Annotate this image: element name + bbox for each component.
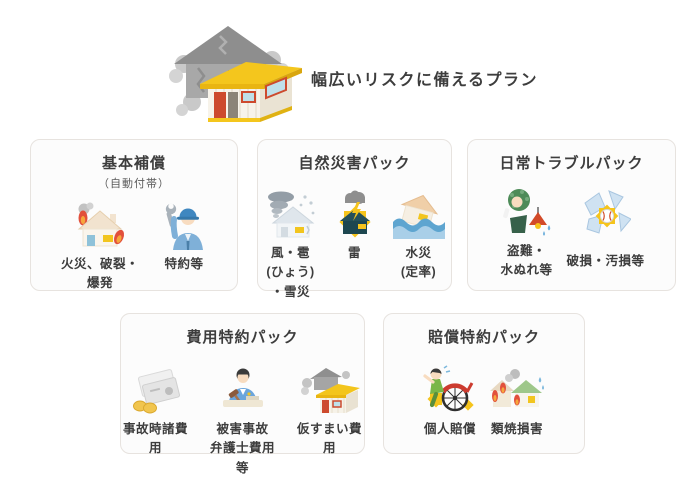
repair-worker-icon [161, 198, 207, 250]
flood-house-icon [392, 187, 445, 239]
expense-money-icon [128, 363, 184, 415]
coverage-item-label: 被害事故 弁護士費用等 [209, 422, 275, 475]
temporary-house-icon [300, 363, 360, 415]
coverage-item-label: 個人賠償 [423, 422, 476, 436]
coverage-item-label: 水災 (定率) [400, 246, 437, 280]
theft-water-leak-icon [498, 185, 554, 237]
coverage-item-temporary-housing: 仮すまい費用 [295, 363, 364, 459]
coverage-item-rider: 特約等 [161, 198, 207, 274]
coverage-item-label: 特約等 [164, 257, 204, 271]
coverage-item-accident-expenses: 事故時諸費用 [121, 363, 190, 459]
coverage-item-label: 雷 [347, 246, 361, 260]
coverage-item-theft-leak: 盗難・ 水ぬれ等 [498, 185, 554, 281]
burning-house-icon [72, 198, 128, 250]
coverage-item-label: 事故時諸費用 [122, 422, 188, 456]
coverage-item-flood: 水災 (定率) [392, 187, 445, 283]
coverage-item-breakage: 破損・汚損等 [566, 185, 644, 271]
coverage-item-fire: 火災、破裂・ 爆発 [61, 198, 139, 294]
broken-glass-icon [579, 185, 632, 237]
card-title: 費用特約パック [186, 329, 299, 346]
bicycle-accident-icon [422, 363, 478, 415]
fire-spread-icon [488, 363, 546, 415]
card-natural-disaster-pack: 自然災害パック 風・ [257, 139, 452, 299]
card-expense-rider-pack: 費用特約パック 事故時諸費用 [120, 313, 365, 475]
card-liability-rider-pack: 賠償特約パック [383, 313, 585, 454]
page-title: 幅広いリスクに備えるプラン [311, 72, 539, 89]
coverage-item-label: 破損・汚損等 [566, 254, 645, 268]
card-title: 自然災害パック [298, 155, 411, 172]
coverage-item-label: 類焼損害 [490, 422, 543, 436]
storm-house-icon [265, 187, 317, 239]
card-daily-trouble-pack: 日常トラブルパック [467, 139, 676, 291]
card-basic-coverage: 基本補償 （自動付帯） [30, 139, 238, 291]
coverage-item-label: 仮すまい費用 [296, 422, 362, 456]
card-subtitle: （自動付帯） [98, 178, 170, 190]
coverage-item-fire-spread: 類焼損害 [488, 363, 546, 439]
card-title: 日常トラブルパック [499, 155, 644, 172]
card-title: 基本補償 [101, 155, 166, 172]
lightning-house-icon [331, 187, 379, 239]
coverage-item-label: 盗難・ 水ぬれ等 [500, 244, 553, 278]
coverage-item-label: 風・雹 (ひょう) ・雪災 [266, 246, 315, 299]
coverage-item-personal-liability: 個人賠償 [422, 363, 478, 439]
damaged-house-temporary-house-illustration [168, 20, 303, 124]
card-title: 賠償特約パック [427, 329, 540, 346]
lawyer-icon [219, 363, 267, 415]
coverage-item-wind-hail-snow: 風・雹 (ひょう) ・雪災 [265, 187, 317, 302]
coverage-item-label: 火災、破裂・ 爆発 [60, 257, 139, 291]
coverage-item-lightning: 雷 [331, 187, 379, 263]
coverage-item-lawyer-fees: 被害事故 弁護士費用等 [208, 363, 277, 477]
